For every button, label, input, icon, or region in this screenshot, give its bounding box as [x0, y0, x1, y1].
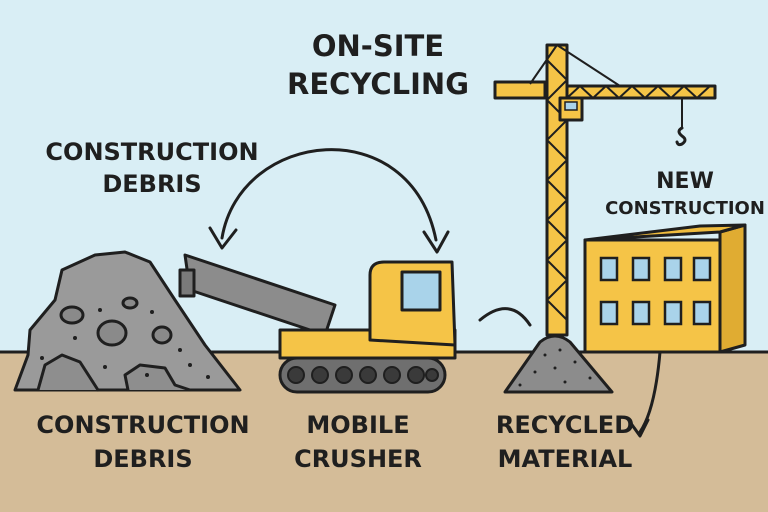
bottom-label-recycled-line2: MATERIAL — [498, 445, 633, 473]
top-label-line1: CONSTRUCTION — [45, 138, 258, 166]
title-line2: RECYCLING — [287, 67, 469, 101]
bottom-label-debris-line2: DEBRIS — [93, 445, 192, 473]
mobile-crusher — [178, 253, 457, 394]
cycle-arrow-icon — [208, 148, 450, 254]
debris-pile — [13, 250, 242, 392]
new-construction-line1: NEW — [656, 169, 714, 194]
down-arrow-icon — [628, 350, 662, 438]
title-line1: ON-SITE — [312, 29, 444, 63]
new-building — [583, 223, 747, 354]
top-label-line2: DEBRIS — [102, 170, 201, 198]
tower-crane — [493, 43, 717, 337]
bottom-label-recycled-line1: RECYCLED — [496, 411, 634, 439]
bottom-label-debris-line1: CONSTRUCTION — [36, 411, 249, 439]
recycled-pile — [478, 307, 614, 394]
new-construction-line2: CONSTRUCTION — [605, 198, 765, 219]
crane-hook-icon — [675, 126, 687, 147]
bottom-label-crusher-line2: CRUSHER — [294, 445, 422, 473]
cab-window — [400, 270, 442, 312]
bottom-label-crusher-line1: MOBILE — [306, 411, 409, 439]
